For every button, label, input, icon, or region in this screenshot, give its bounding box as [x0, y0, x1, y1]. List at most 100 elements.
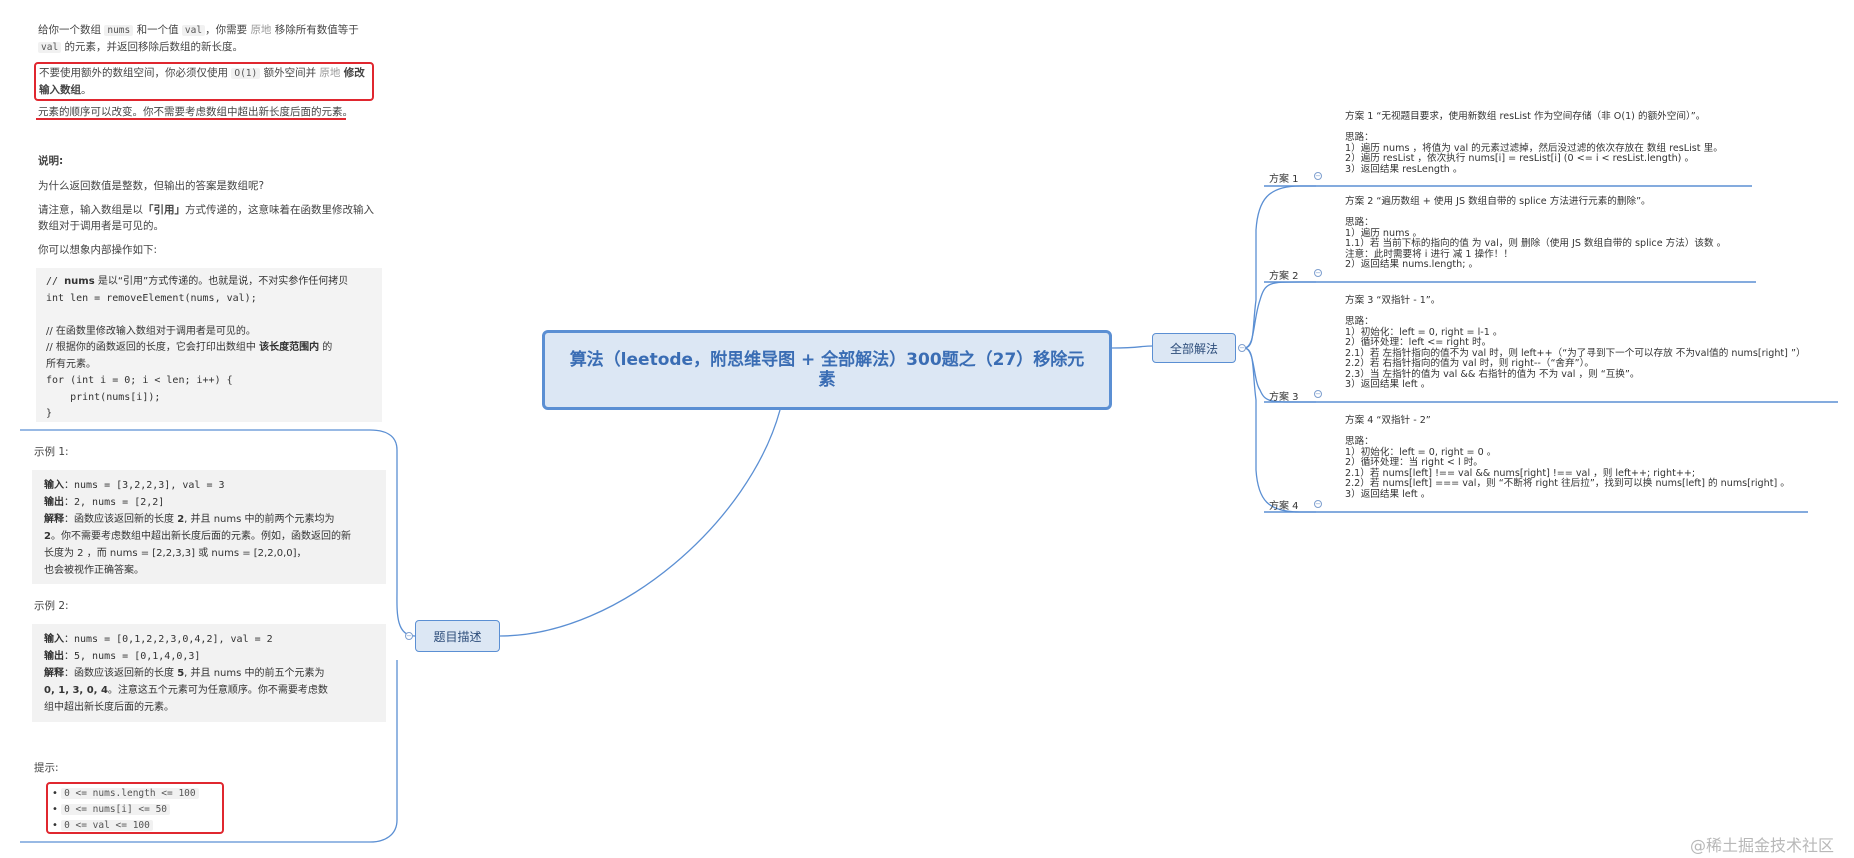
code-line: // 根据你的函数返回的长度，它会打印出数组中 该长度范围内 的: [46, 340, 372, 357]
inplace-term: 原地: [250, 24, 272, 36]
solution-4-label[interactable]: 方案 4: [1269, 501, 1299, 512]
solution-line: 2.1）若 nums[left] !== val && nums[right] …: [1345, 467, 1696, 479]
example2-explain-line: 组中超出新长度后面的元素。: [44, 702, 174, 713]
solution-line: 2.2）若 右指针指向的值为 val 时，则 right--（“舍弃”）。: [1345, 358, 1594, 369]
example2-input: 输入：nums = [0,1,2,2,3,0,4,2], val = 2: [44, 631, 374, 648]
code-line: 所有元素。: [46, 358, 96, 370]
solution-line: 1）遍历 nums 。: [1345, 227, 1423, 239]
code-line: int len = removeElement(nums, val);: [46, 292, 257, 304]
solution-line: 3）返回结果 left 。: [1345, 379, 1431, 390]
problem-intro: 给你一个数组 nums 和一个值 val，你需要 原地 移除所有数值等于 val…: [38, 22, 384, 56]
branch-problem-desc[interactable]: 题目描述: [415, 620, 500, 652]
collapse-icon[interactable]: −: [405, 632, 413, 640]
solution-2-label[interactable]: 方案 2: [1269, 271, 1299, 282]
inline-code-nums: nums: [104, 25, 134, 36]
solution-line: [1345, 208, 1726, 219]
example1-explain-line: 长度为 2 ，而 nums = [2,2,3,3] 或 nums = [2,2,…: [44, 548, 307, 559]
intro-text: 给你一个数组: [38, 24, 101, 36]
solution-3-label[interactable]: 方案 3: [1269, 392, 1299, 403]
bold: 0, 1, 3, 0, 4: [44, 685, 108, 696]
code-text: 的: [319, 342, 333, 353]
solution-line: 1）初始化：left = 0, right = l-1 。: [1345, 326, 1503, 338]
collapse-icon[interactable]: −: [1314, 500, 1322, 508]
hint-item: • 0 <= val <= 100: [52, 818, 218, 834]
label: 输出: [44, 651, 64, 662]
solution-line: [1345, 307, 1806, 318]
example1-explain-line: 2。你不需要考虑数组中超出新长度后面的元素。例如，函数返回的新: [44, 528, 374, 545]
constraint-text: 不要使用额外的数组空间，你必须仅使用: [39, 67, 228, 79]
intro-text: 的元素，并返回移除后数组的新长度。: [64, 41, 244, 53]
example1-input: 输入：nums = [3,2,2,3], val = 3: [44, 477, 374, 494]
inline-code-val: val: [38, 42, 62, 53]
code-line: }: [46, 408, 53, 419]
solution-line: 思路：: [1345, 436, 1374, 447]
collapse-icon[interactable]: −: [1314, 172, 1322, 180]
value: ：5, nums = [0,1,4,0,3]: [64, 651, 201, 662]
solution-line: 2.1）若 左指针指向的值不为 val 时，则 left++（“为了寻到下一个可…: [1345, 347, 1806, 359]
value: ：nums = [3,2,2,3], val = 3: [64, 480, 225, 491]
solution-line: 1）遍历 nums ，将值为 val 的元素过滤掉，然后没过滤的依次存放在 数组…: [1345, 142, 1723, 154]
hint-title: 提示:: [34, 762, 59, 774]
solution-line: [1345, 123, 1723, 134]
explain-paragraph: 请注意，输入数组是以「引用」方式传递的，这意味着在函数里修改输入数组对于调用者是…: [38, 202, 384, 234]
example1-output: 输出：2, nums = [2,2]: [44, 494, 374, 511]
example2-title: 示例 2:: [34, 600, 69, 612]
order-note: 元素的顺序可以改变。你不需要考虑数组中超出新长度后面的元素。: [38, 106, 353, 118]
example2-box: 输入：nums = [0,1,2,2,3,0,4,2], val = 2 输出：…: [32, 624, 386, 722]
hint-code: 0 <= nums.length <= 100: [61, 788, 199, 799]
code-line: // 在函数里修改输入数组对于调用者是可见的。: [46, 325, 256, 337]
constraint-bold: 修改输入数组: [39, 67, 365, 96]
explain-text: 请注意，输入数组是以: [38, 204, 143, 216]
solution-line: 1）初始化：left = 0, right = 0 。: [1345, 446, 1497, 458]
example1-box: 输入：nums = [3,2,2,3], val = 3 输出：2, nums …: [32, 470, 386, 584]
constraint-text: 。: [81, 84, 92, 96]
label: 输入: [44, 634, 64, 645]
text: 。注意这五个元素可为任意顺序。你不需要考虑数: [107, 685, 328, 696]
example1-title: 示例 1:: [34, 446, 69, 458]
solution-line: 方案 2 “遍历数组 + 使用 JS 数组自带的 splice 方法进行元素的删…: [1345, 196, 1651, 207]
inline-code-o1: O(1): [231, 68, 261, 79]
value: ：nums = [0,1,2,2,3,0,4,2], val = 2: [64, 634, 273, 645]
code-block: // nums 是以“引用”方式传递的。也就是说，不对实参作任何拷贝 int l…: [36, 268, 382, 422]
label: 解释: [44, 514, 64, 525]
explain-text: 方式传递的，这意味着在函数里修改输入数组对于调用者是可见的。: [38, 204, 374, 232]
solution-line: 1.1）若 当前下标的指向的值 为 val，则 删除（使用 JS 数组自带的 s…: [1345, 238, 1727, 249]
solution-1-label[interactable]: 方案 1: [1269, 174, 1299, 185]
value: ：2, nums = [2,2]: [64, 497, 165, 508]
solution-line: 2）返回结果 nums.length; 。: [1345, 259, 1479, 270]
hint-item: • 0 <= nums[i] <= 50: [52, 802, 218, 818]
collapse-icon[interactable]: −: [1238, 344, 1246, 352]
code-bold: 该长度范围内: [259, 342, 320, 353]
solution-4-text: 方案 4 “双指针 - 2” 思路： 1）初始化：left = 0, right…: [1345, 415, 1790, 500]
code-line: // nums 是以“引用”方式传递的。也就是说，不对实参作任何拷贝: [46, 274, 372, 291]
solution-line: 2）循环处理：left <= right 时。: [1345, 337, 1492, 348]
explain-heading: 说明:: [38, 155, 64, 167]
explain-paragraph-2: 你可以想象内部操作如下:: [38, 244, 158, 256]
collapse-icon[interactable]: −: [1314, 390, 1322, 398]
collapse-icon[interactable]: −: [1314, 269, 1322, 277]
bold: 2: [44, 531, 51, 542]
solution-line: 思路：: [1345, 132, 1374, 143]
code-line: for (int i = 0; i < len; i++) {: [46, 375, 233, 386]
bold: 5: [177, 668, 185, 679]
solution-line: 2）遍历 resList ，依次执行 nums[i] = resList[i] …: [1345, 153, 1695, 164]
solution-line: 3）返回结果 left 。: [1345, 488, 1431, 500]
example2-explain-line: 0, 1, 3, 0, 4。注意这五个元素可为任意顺序。你不需要考虑数: [44, 682, 374, 699]
solution-line: 2.3）当 左指针的值为 val && 右指针的值为 不为 val ，则 “互换…: [1345, 368, 1640, 380]
example2-explain: 解释：函数应该返回新的长度 5, 并且 nums 中的前五个元素为: [44, 665, 374, 682]
solution-1-text: 方案 1 “无视题目要求，使用新数组 resList 作为空间存储（非 O(1)…: [1345, 111, 1723, 175]
watermark: @稀土掘金技术社区: [1690, 836, 1835, 855]
code-text: 是以“引用”方式传递的。也就是说，不对实参作任何拷贝: [94, 276, 349, 287]
example1-explain-line: 也会被视作正确答案。: [44, 565, 144, 576]
explain-bold: 「引用」: [143, 204, 185, 216]
solution-line: 注意：此时需要将 i 进行 减 1 操作！！: [1345, 248, 1513, 260]
intro-text: 和一个值: [136, 24, 179, 36]
solution-line: [1345, 427, 1790, 438]
center-topic[interactable]: 算法（leetode，附思维导图 + 全部解法）300题之（27）移除元素: [542, 330, 1112, 410]
inplace-term: 原地: [319, 67, 341, 79]
branch-all-solutions[interactable]: 全部解法: [1152, 333, 1236, 363]
label: 输入: [44, 480, 64, 491]
solution-3-text: 方案 3 “双指针 - 1”。 思路： 1）初始化：left = 0, righ…: [1345, 295, 1806, 391]
solution-line: 2.2）若 nums[left] === val，则 “不断将 right 往后…: [1345, 478, 1790, 489]
solution-line: 方案 1 “无视题目要求，使用新数组 resList 作为空间存储（非 O(1)…: [1345, 111, 1706, 122]
